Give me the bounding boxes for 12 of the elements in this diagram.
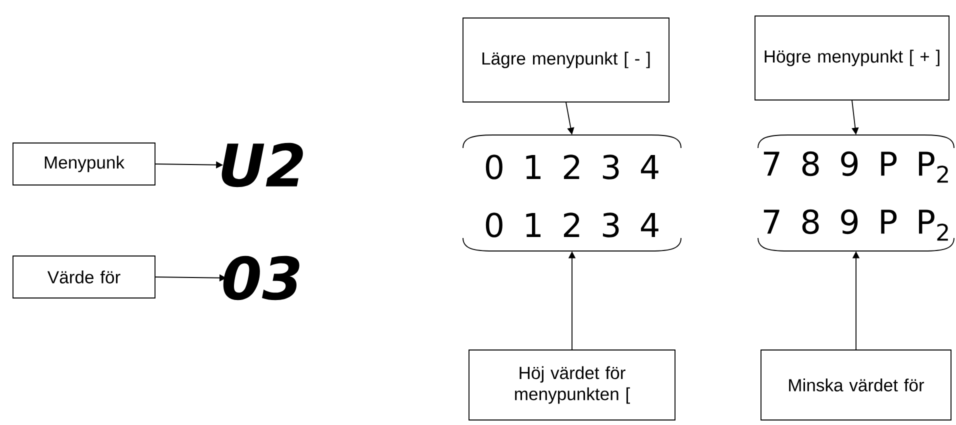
label-box: Värde för (12, 256, 156, 298)
display-readout: 03 (223, 256, 300, 300)
label-box: Lägre menypunkt [ - ] (462, 18, 670, 102)
value-sequence: 7 8 9 P P$_{2}$ (758, 134, 954, 183)
label-box: Högre menypunkt [ + ] (754, 16, 950, 100)
display-readout: U2 (222, 142, 303, 188)
label-box: Höj värdet för menypunkten [ (468, 350, 676, 420)
value-sequence: 0 1 2 3 4 (462, 134, 682, 180)
value-sequence: 0 1 2 3 4 (462, 212, 682, 252)
label-box: Menypunk (12, 142, 156, 186)
value-sequence: 7 8 9 P P$_{2}$ (758, 209, 954, 252)
label-box: Minska värdet för (760, 350, 952, 420)
